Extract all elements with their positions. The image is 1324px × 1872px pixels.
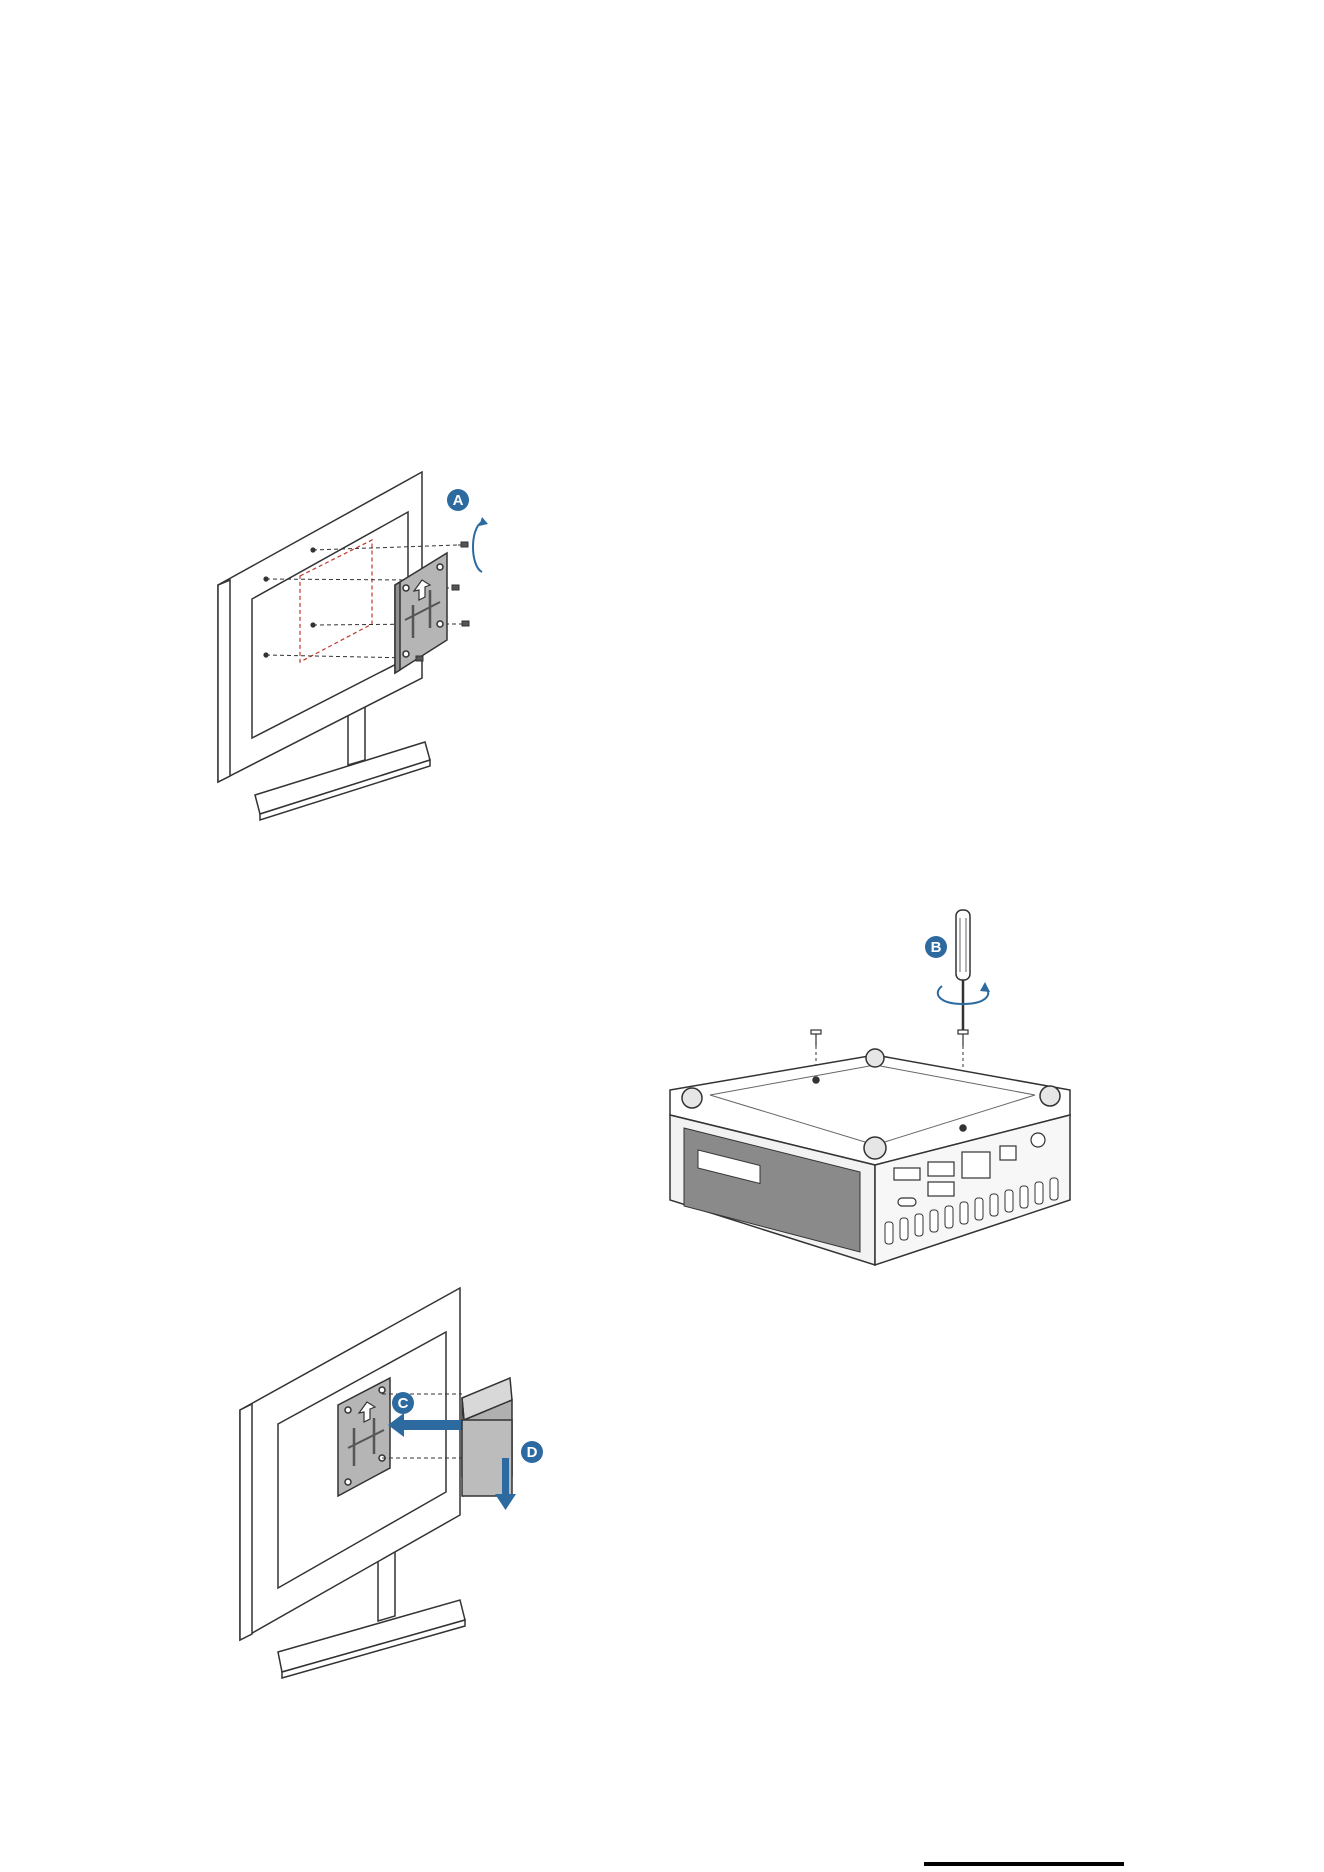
monitor xyxy=(218,472,422,782)
diagram-step-b-screws-to-pc: B xyxy=(640,900,1140,1290)
screwdriver-icon xyxy=(956,910,970,1030)
screw-icons xyxy=(811,1030,968,1046)
svg-text:D: D xyxy=(527,1444,538,1461)
step-badge-d: D xyxy=(521,1441,543,1463)
svg-text:B: B xyxy=(931,939,942,956)
step-badge-b: B xyxy=(925,936,947,958)
step-badge-a: A xyxy=(447,489,469,511)
diagram-step-c-d-mount-pc: C D xyxy=(220,1270,600,1690)
footer-mark xyxy=(924,1862,1124,1866)
rotate-arrow-icon xyxy=(473,517,488,572)
diagram-step-a-bracket-to-monitor: A xyxy=(200,440,600,830)
svg-text:A: A xyxy=(453,492,464,509)
svg-text:C: C xyxy=(398,1395,409,1412)
step-badge-c: C xyxy=(392,1392,414,1414)
